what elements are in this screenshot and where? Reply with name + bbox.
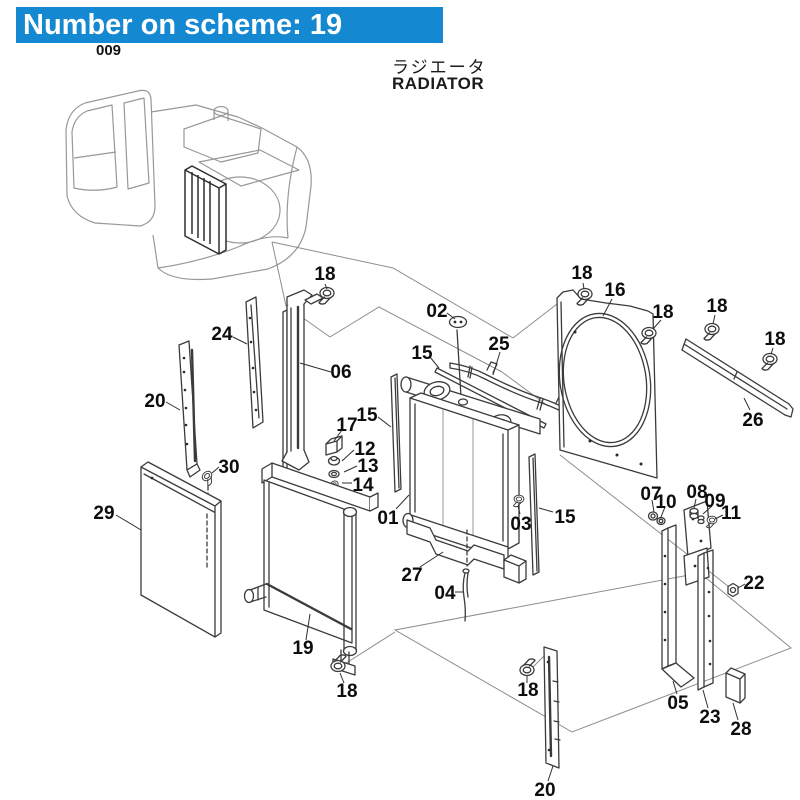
part-callout-28: 28 [730, 719, 751, 740]
part-15-seal-left [390, 373, 402, 493]
part-18-bolt [318, 286, 335, 305]
part-callout-19: 19 [292, 638, 313, 659]
excavator-thumbnail [65, 89, 312, 281]
part-19-oil-cooler [243, 462, 379, 676]
part-02-cap [448, 315, 468, 398]
part-callout-17: 17 [336, 415, 357, 436]
part-callout-12: 12 [354, 439, 375, 460]
part-callout-08: 08 [686, 482, 707, 503]
part-18-bolt [519, 658, 536, 677]
part-callout-10: 10 [655, 492, 676, 513]
part-callout-25: 25 [488, 334, 510, 355]
scheme-banner-text: Number on scheme: 19 [23, 8, 343, 41]
part-callout-20: 20 [534, 780, 555, 800]
part-callout-05: 05 [667, 693, 689, 714]
part-22-nut [727, 582, 739, 598]
part-17-block [325, 435, 343, 456]
part-27-bracket [406, 519, 527, 584]
part-callout-18: 18 [706, 296, 727, 317]
part-callout-27: 27 [401, 565, 422, 586]
part-title-japanese: ラジエータ [392, 58, 487, 77]
part-callout-18: 18 [336, 681, 357, 702]
part-12-cap [327, 455, 341, 466]
part-18-bolt [761, 352, 778, 371]
part-15-seal-top [434, 367, 547, 429]
part-callout-16: 16 [604, 280, 625, 301]
scheme-code: 009 [96, 42, 122, 59]
part-callout-15: 15 [554, 507, 576, 528]
part-26-strip [681, 338, 794, 418]
part-24-plate [245, 296, 264, 429]
part-callout-26: 26 [742, 410, 763, 431]
part-09-spacer [697, 515, 705, 525]
part-callout-24: 24 [211, 324, 233, 345]
part-08-spacer [689, 507, 699, 520]
part-10-washer [656, 516, 666, 526]
part-callout-02: 02 [426, 301, 447, 322]
part-callout-23: 23 [699, 707, 720, 728]
part-13-washer [328, 469, 340, 479]
part-04-pin [462, 529, 470, 622]
part-callout-14: 14 [352, 475, 374, 496]
part-callout-22: 22 [743, 573, 764, 594]
part-callout-18: 18 [314, 264, 335, 285]
part-18-bolt [703, 322, 720, 341]
part-callout-11: 11 [721, 503, 742, 524]
part-callout-09: 09 [704, 491, 725, 512]
part-28-block [725, 667, 746, 704]
part-callout-07: 07 [640, 484, 661, 505]
part-callout-15: 15 [356, 405, 378, 426]
part-title-english: RADIATOR [392, 74, 485, 93]
part-20-plate-left [178, 340, 201, 478]
part-06-frame [281, 289, 324, 471]
part-callout-18: 18 [517, 680, 538, 701]
part-callout-18: 18 [652, 302, 673, 323]
part-callout-20: 20 [144, 391, 165, 412]
part-07-washer [647, 511, 659, 521]
radiator-highlight [184, 165, 227, 255]
part-callout-13: 13 [357, 456, 378, 477]
part-callout-30: 30 [218, 457, 239, 478]
part-15-seal-right [528, 453, 540, 576]
part-callout-18: 18 [571, 263, 592, 284]
part-callout-06: 06 [330, 362, 351, 383]
part-callout-03: 03 [510, 514, 531, 535]
part-20-plate-bottom [543, 646, 561, 769]
callout-leader-lines [115, 282, 774, 782]
part-23-channel [697, 549, 714, 691]
part-16-fan-shroud [556, 289, 658, 479]
part-callout-04: 04 [434, 583, 456, 604]
part-callout-01: 01 [377, 508, 399, 529]
part-callout-29: 29 [93, 503, 114, 524]
scheme-banner: Number on scheme: 19 [16, 7, 443, 43]
part-callout-15: 15 [411, 343, 433, 364]
part-05-channel [661, 524, 695, 688]
part-callout-18: 18 [764, 329, 785, 350]
part-18-bolt [330, 654, 347, 673]
part-29-panel [140, 461, 222, 638]
